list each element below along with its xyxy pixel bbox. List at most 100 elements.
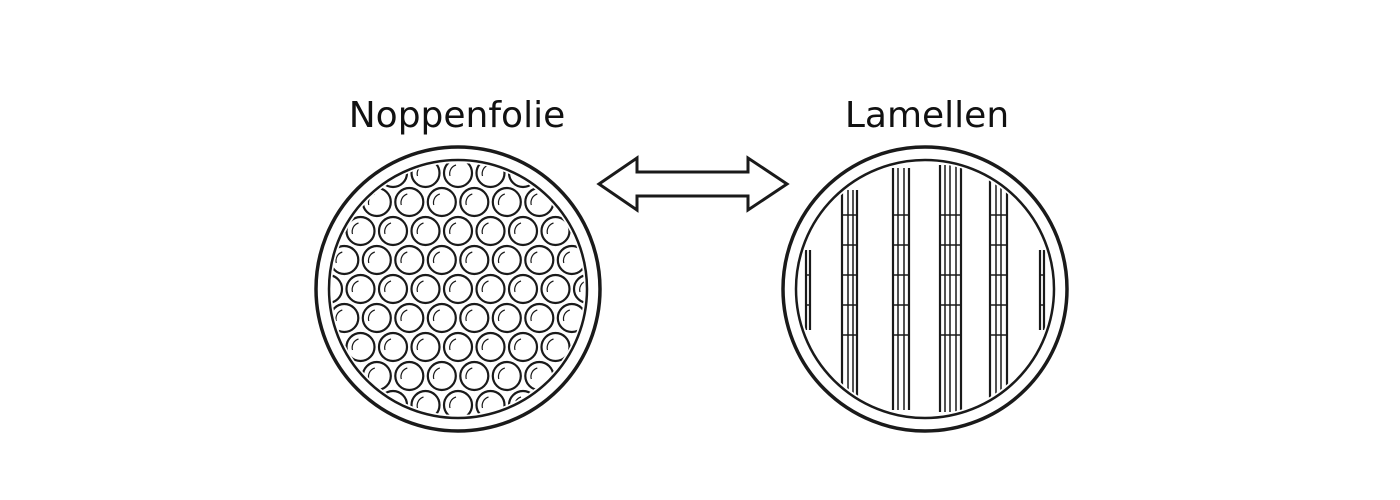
bubble <box>345 215 376 247</box>
bubble-highlight <box>530 309 538 322</box>
bubble-highlight <box>351 338 359 351</box>
bubble-highlight <box>465 251 473 264</box>
bubble <box>442 389 474 415</box>
bubble <box>507 331 539 363</box>
bubble-highlight <box>562 309 571 322</box>
bubble <box>540 273 571 305</box>
bubble-highlight <box>449 280 457 293</box>
bubble <box>540 215 571 247</box>
bubble-highlight <box>530 367 538 380</box>
bubble <box>459 244 490 276</box>
bubble <box>410 215 441 247</box>
bubble <box>377 215 409 247</box>
bubble-highlight <box>416 280 424 293</box>
bubble <box>377 273 409 305</box>
bubble-highlight <box>367 251 376 264</box>
bubble <box>524 360 555 392</box>
bubble-highlight <box>335 309 343 322</box>
bubble-highlight <box>497 367 506 380</box>
bubble <box>332 273 344 305</box>
bubble <box>524 244 555 276</box>
bubble <box>426 186 457 218</box>
bubble-highlight <box>465 367 473 380</box>
bubble <box>426 360 457 392</box>
bubble-highlight <box>546 338 554 351</box>
bubble-highlight <box>335 251 343 264</box>
bubble-highlight <box>449 164 457 177</box>
bubble-highlight <box>481 338 489 351</box>
bubble-highlight <box>400 367 408 380</box>
bubble <box>442 331 474 363</box>
bubble <box>459 302 490 334</box>
bubble-highlight <box>384 338 392 351</box>
bubble-highlight <box>449 222 457 235</box>
bubble-highlight <box>416 338 424 351</box>
bubble-highlight <box>481 280 489 293</box>
bubble <box>442 163 474 189</box>
bubble <box>345 273 376 305</box>
bubble <box>394 360 425 392</box>
bubble <box>332 302 360 334</box>
bubble-highlight <box>432 251 441 264</box>
bubble-highlight <box>562 251 571 264</box>
bubble-highlight <box>514 280 522 293</box>
bubble <box>332 244 360 276</box>
bubble-highlight <box>579 280 584 293</box>
bubble <box>475 331 506 363</box>
bubble <box>426 244 457 276</box>
bubble <box>475 215 506 247</box>
bubble <box>442 215 474 247</box>
bubble-highlight <box>432 193 441 206</box>
bubble-highlight <box>432 309 441 322</box>
bubble <box>345 331 376 363</box>
bubble-highlight <box>530 193 538 206</box>
double-arrow-icon <box>596 155 790 213</box>
bubble <box>377 331 409 363</box>
bubble-highlight <box>465 193 473 206</box>
bubble <box>361 186 392 218</box>
bubble-highlight <box>400 251 408 264</box>
bubble <box>507 215 539 247</box>
bubble-highlight <box>497 309 506 322</box>
bubble <box>459 360 490 392</box>
bubble-highlight <box>546 222 554 235</box>
bubble <box>491 244 522 276</box>
bubble-highlight <box>400 309 408 322</box>
noppenfolie-title: Noppenfolie <box>348 95 566 136</box>
bubble-highlight <box>416 396 424 409</box>
bubble-highlight <box>400 193 408 206</box>
bubble-highlight <box>351 280 359 293</box>
bubble <box>394 186 425 218</box>
bubble-highlight <box>546 280 554 293</box>
slat-lines <box>804 165 1046 412</box>
bubble-grid <box>332 163 584 415</box>
bubble-highlight <box>530 251 538 264</box>
bubble <box>361 244 392 276</box>
bubble-highlight <box>497 251 506 264</box>
bubble-highlight <box>449 338 457 351</box>
bubble-highlight <box>367 309 376 322</box>
slats-icon <box>781 145 1069 433</box>
bubble <box>459 186 490 218</box>
bubble <box>491 186 522 218</box>
bubble-highlight <box>497 193 506 206</box>
bubble-highlight <box>384 222 392 235</box>
bubble <box>475 273 506 305</box>
bubble <box>491 302 522 334</box>
bubble-highlight <box>351 222 359 235</box>
bubble <box>394 302 425 334</box>
bubble <box>491 360 522 392</box>
bubble <box>507 273 539 305</box>
bubble <box>524 186 555 218</box>
bubble <box>361 302 392 334</box>
bubble <box>361 360 392 392</box>
bubble-highlight <box>481 396 489 409</box>
bubble <box>394 244 425 276</box>
bubble-highlight <box>514 338 522 351</box>
bubble-wrap-icon <box>314 145 602 433</box>
bubble <box>410 331 441 363</box>
bubble <box>524 302 555 334</box>
bubble-highlight <box>465 309 473 322</box>
bubble-highlight <box>432 367 441 380</box>
